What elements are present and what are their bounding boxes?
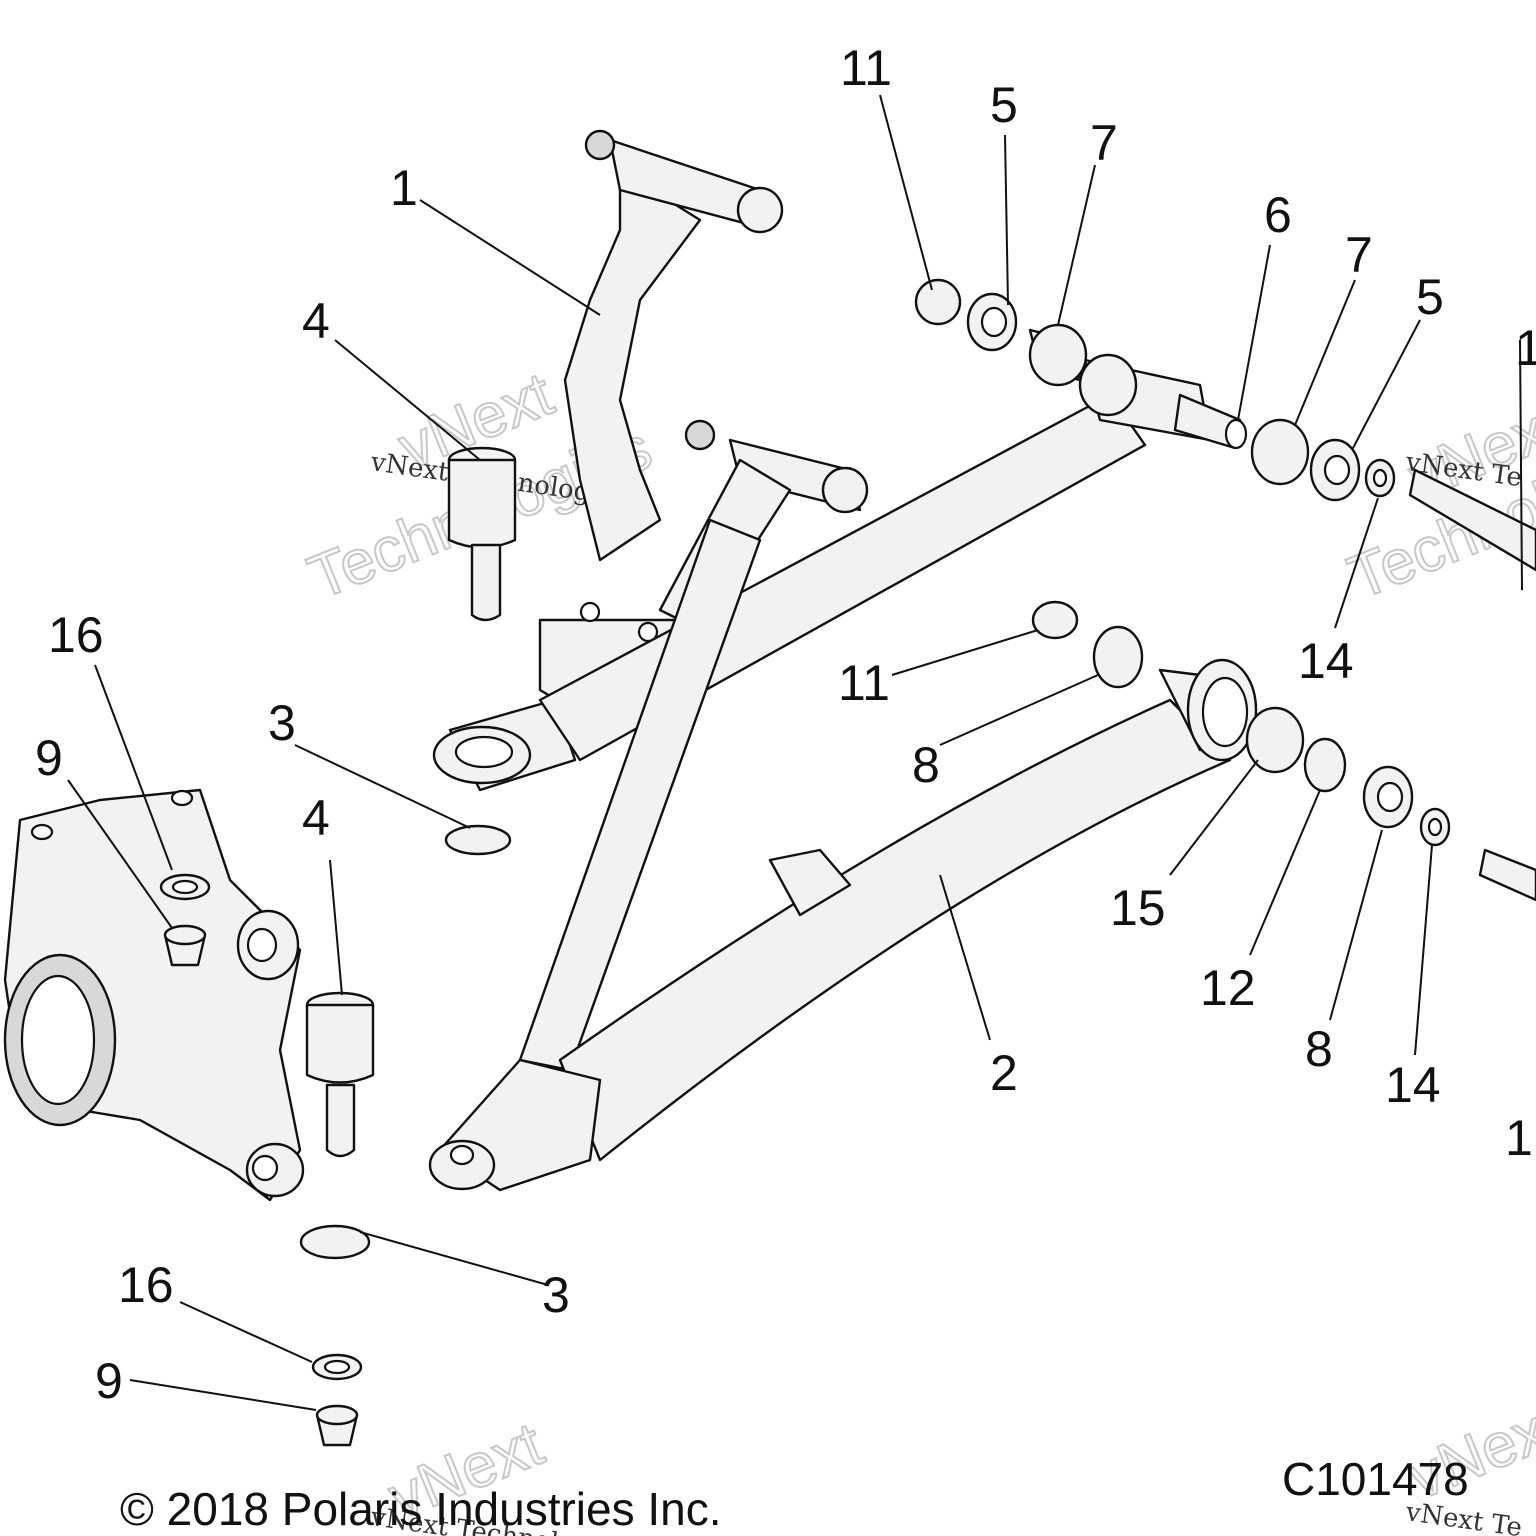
callout-labels: 1 2 3 3 4 4 5 5 6 7 7 8 8 9 9 11 11 12 1…: [35, 40, 1536, 1409]
callout-partial-lower-right: 1: [1505, 1110, 1533, 1166]
callout-4-upper: 4: [302, 293, 330, 349]
figure-code: C101478: [1282, 1453, 1469, 1505]
callout-4-lower: 4: [302, 790, 330, 846]
callout-11-upper: 11: [840, 40, 892, 96]
callout-8-right: 8: [1305, 1021, 1333, 1077]
callout-8-left: 8: [912, 737, 940, 793]
small-parts: [159, 278, 1536, 1447]
ball-joint-upper: [447, 446, 517, 622]
callout-5-upper: 5: [990, 77, 1018, 133]
callout-5-right: 5: [1416, 269, 1444, 325]
snap-rings: [299, 824, 512, 1260]
steering-knuckle: [3, 788, 305, 1202]
callout-12: 12: [1200, 960, 1256, 1016]
lower-a-arm: [428, 518, 1258, 1192]
callout-9-lower: 9: [95, 1353, 123, 1409]
callout-3-upper: 3: [268, 695, 296, 751]
copyright-text: © 2018 Polaris Industries Inc.: [120, 1483, 722, 1535]
callout-1: 1: [390, 160, 418, 216]
callout-16-upper: 16: [48, 607, 104, 663]
callout-partial-upper-right: 1: [1515, 320, 1536, 376]
callout-11-lower: 11: [838, 655, 890, 711]
callout-6: 6: [1264, 187, 1292, 243]
callout-2: 2: [990, 1045, 1018, 1101]
callout-7-upper: 7: [1090, 115, 1118, 171]
callout-7-right: 7: [1345, 227, 1373, 283]
leader-lines: [67, 94, 1523, 1411]
ball-joint-lower: [305, 991, 375, 1158]
callout-14-upper: 14: [1298, 633, 1354, 689]
callout-9-upper: 9: [35, 730, 63, 786]
callout-14-lower: 14: [1385, 1057, 1441, 1113]
callout-3-lower: 3: [542, 1267, 570, 1323]
callout-15: 15: [1110, 880, 1166, 936]
callout-16-lower: 16: [118, 1257, 174, 1313]
